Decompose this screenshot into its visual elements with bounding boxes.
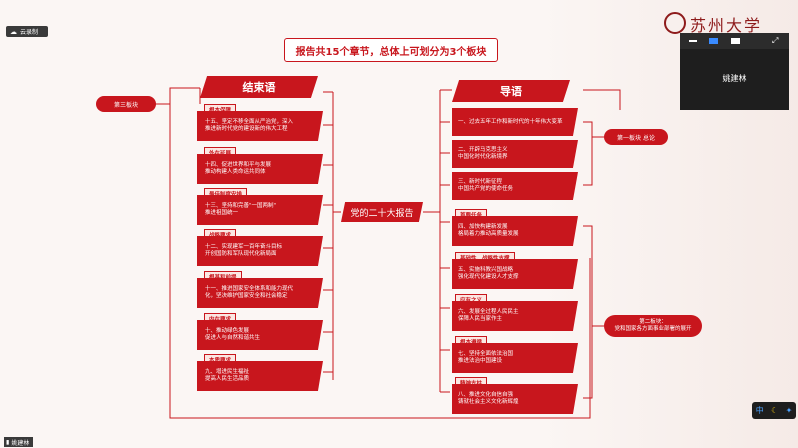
right-item-box: 五、实施科教兴国战略 强化现代化建设人才支撑 — [452, 259, 578, 289]
video-toolbar: ⤢ — [680, 33, 789, 49]
left-item-line: 化，坚决维护国家安全和社会稳定 — [205, 293, 288, 299]
section-first-pill: 第一板块 总论 — [604, 129, 668, 145]
left-item-line: 十、推动绿色发展 — [205, 328, 250, 334]
moon-icon[interactable]: ☾ — [771, 406, 779, 415]
center-title: 党的二十大报告 — [341, 202, 423, 222]
ime-toolbar[interactable]: 中 ☾ ✦ — [752, 402, 796, 419]
left-item-line: 十二、实现建军一百年奋斗目标 — [205, 244, 283, 250]
left-item-box: 十二、实现建军一百年奋斗目标 开创国防和军队现代化新局面 — [197, 236, 323, 266]
left-item-line: 开创国防和军队现代化新局面 — [205, 251, 277, 257]
right-top-item-line: 一、过去五年工作和新时代的十年伟大变革 — [458, 118, 563, 125]
mic-icon: ▮ — [6, 438, 10, 446]
right-item-line: 推进法治中国建设 — [458, 358, 503, 364]
right-item-line: 五、实施科教兴国战略 — [458, 267, 514, 273]
right-item-line: 六、发展全过程人民民主 — [458, 309, 519, 315]
right-item-line: 七、坚持全面依法治国 — [458, 351, 514, 357]
right-item-box: 八、推进文化自信自强 铸就社会主义文化新辉煌 — [452, 384, 578, 414]
section-second-pill: 第二板块： 党和国家各方面事业部署的展开 — [604, 315, 702, 337]
right-top-item-line: 中国共产党的使命任务 — [458, 186, 514, 192]
right-top-item: 三、新时代新征程 中国共产党的使命任务 — [452, 172, 578, 200]
cloud-record-button[interactable]: ☁ 云录制 — [6, 26, 48, 37]
left-item-line: 九、增进民生福祉 — [205, 369, 250, 375]
shirt-icon[interactable]: ✦ — [785, 406, 793, 415]
participant-name: 姚建林 — [722, 74, 747, 83]
right-top-item-line: 中国化时代化新境界 — [458, 154, 508, 160]
left-item-box: 九、增进民生福祉 提高人民生活品质 — [197, 361, 323, 391]
right-top-item-line: 二、开辟马克思主义 — [458, 147, 508, 153]
section-second-line2: 党和国家各方面事业部署的展开 — [614, 326, 692, 332]
section-third-pill: 第三板块 — [96, 96, 156, 112]
left-item-box: 十、推动绿色发展 促进人与自然和谐共生 — [197, 320, 323, 350]
expand-icon[interactable]: ⤢ — [772, 36, 779, 45]
right-banner: 导语 — [452, 80, 570, 102]
right-item-box: 四、加快构建新发展 格局着力推动高质量发展 — [452, 216, 578, 246]
left-item-line: 推进祖国统一 — [205, 210, 239, 216]
ime-language-label[interactable]: 中 — [755, 406, 764, 415]
university-seal-icon — [664, 12, 686, 34]
right-item-line: 八、推进文化自信自强 — [458, 392, 514, 398]
left-banner: 结束语 — [200, 76, 318, 98]
tile-view-icon[interactable] — [709, 38, 718, 44]
cloud-icon: ☁ — [10, 27, 17, 36]
self-name: 姚建林 — [11, 439, 30, 447]
left-item-line: 促进人与自然和谐共生 — [205, 335, 261, 341]
left-item-box: 十四、促进世界和平与发展 推动构建人类命运共同体 — [197, 154, 323, 184]
right-item-line: 保障人民当家作主 — [458, 316, 503, 322]
university-logo-text: 苏州大学 — [690, 16, 763, 35]
self-name-tag: ▮ 姚建林 — [4, 437, 34, 447]
left-item-box: 十一、推进国家安全体系和能力现代 化，坚决维护国家安全和社会稳定 — [197, 278, 323, 308]
right-top-item: 二、开辟马克思主义 中国化时代化新境界 — [452, 140, 578, 168]
participant-video-window[interactable]: ⤢ 姚建林 — [680, 33, 789, 110]
right-item-box: 七、坚持全面依法治国 推进法治中国建设 — [452, 343, 578, 373]
left-item-line: 推动构建人类命运共同体 — [205, 169, 266, 175]
list-view-icon[interactable] — [731, 38, 740, 44]
slide-title: 报告共15个章节，总体上可划分为3个板块 — [284, 38, 498, 62]
left-item-line: 十一、推进国家安全体系和能力现代 — [205, 286, 294, 292]
right-item-line: 格局着力推动高质量发展 — [458, 231, 519, 237]
section-second-line1: 第二板块： — [639, 319, 667, 325]
right-item-line: 铸就社会主义文化新辉煌 — [458, 399, 519, 405]
cloud-record-label: 云录制 — [20, 29, 39, 36]
right-item-line: 四、加快构建新发展 — [458, 224, 508, 230]
left-item-line: 十三、坚持和完善"一国两制" — [205, 203, 277, 209]
left-item-line: 十四、促进世界和平与发展 — [205, 162, 272, 168]
left-item-box: 十三、坚持和完善"一国两制" 推进祖国统一 — [197, 195, 323, 225]
right-top-item: 一、过去五年工作和新时代的十年伟大变革 — [452, 108, 578, 136]
right-item-line: 强化现代化建设人才支撑 — [458, 274, 519, 280]
left-item-line: 提高人民生活品质 — [205, 376, 250, 382]
left-item-box: 十五、坚定不移全面从严治党，深入 推进新时代党的建设新的伟大工程 — [197, 111, 323, 141]
minimize-icon[interactable] — [689, 40, 697, 42]
left-item-line: 十五、坚定不移全面从严治党，深入 — [205, 119, 294, 125]
right-item-box: 六、发展全过程人民民主 保障人民当家作主 — [452, 301, 578, 331]
left-item-line: 推进新时代党的建设新的伟大工程 — [205, 126, 288, 132]
right-top-item-line: 三、新时代新征程 — [458, 179, 503, 185]
